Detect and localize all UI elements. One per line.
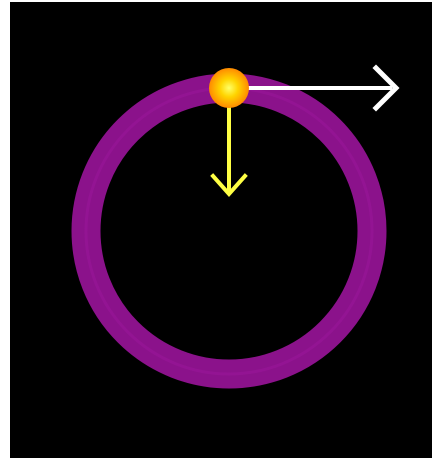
- acceleration-vector-arrow: [213, 102, 245, 194]
- circular-motion-diagram: [10, 2, 432, 458]
- orbiting-ball: [209, 68, 249, 108]
- diagram-canvas: [10, 2, 432, 458]
